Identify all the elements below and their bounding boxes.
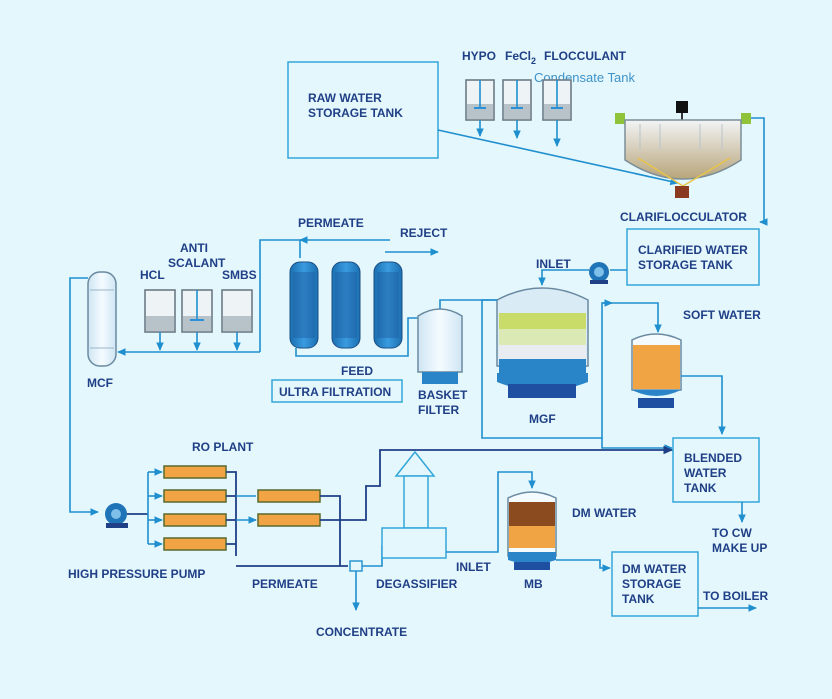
concentrate-label: CONCENTRATE: [316, 625, 407, 639]
clarified-water-label: CLARIFIED WATER: [638, 243, 748, 257]
blended-label-3: TANK: [684, 481, 717, 495]
fecl2-label: FeCl2: [505, 49, 536, 66]
raw-water-storage-tank: [287, 61, 439, 159]
anti-label: ANTI: [180, 241, 208, 255]
blended-water-tank: [672, 437, 760, 503]
hypo-label: HYPO: [462, 49, 496, 63]
degassifier-to-mb-pipe: [446, 471, 536, 553]
uf-membrane-3: [373, 261, 403, 349]
to-cw-label-2: MAKE UP: [712, 541, 767, 555]
ro-element-3: [163, 513, 227, 527]
mgf-filter: [496, 287, 589, 398]
mixed-bed-vessel: [507, 491, 557, 570]
mcf-label: MCF: [87, 376, 113, 390]
ro-element-2: [163, 489, 227, 503]
softener-vessel: [631, 333, 682, 408]
inlet-top-label: INLET: [536, 257, 571, 271]
ro-permeate-to-degassifier: [340, 445, 674, 521]
feed-label: FEED: [341, 364, 373, 378]
uf-membrane-2: [331, 261, 361, 349]
ro-plant-label: RO PLANT: [192, 440, 254, 454]
hcl-label: HCL: [140, 268, 165, 282]
ro-interstage-pipe: [236, 495, 256, 520]
ro-element-5: [257, 489, 321, 503]
softener-to-blended-pipe: [681, 375, 726, 435]
flocculant-label: FLOCCULANT: [544, 49, 627, 63]
hypo-dosing-tank: [465, 79, 495, 137]
mb-to-dm-storage-pipe: [556, 559, 611, 572]
hcl-dosing-tank: [144, 289, 176, 351]
blended-label-2: WATER: [684, 466, 727, 480]
degassifier: [381, 450, 447, 559]
clariflocculator: [615, 101, 751, 198]
to-boiler-label: TO BOILER: [703, 589, 768, 603]
mgf-label: MGF: [529, 412, 556, 426]
dm-storage-label-3: TANK: [622, 592, 655, 606]
ro-element-1: [163, 465, 227, 479]
flocculant-dosing-tank: [542, 79, 572, 147]
inlet-pump-icon: [589, 262, 609, 284]
ro-stage1-outlet: [226, 471, 237, 556]
basket-filter-label-2: FILTER: [418, 403, 459, 417]
raw-water-label-2: STORAGE TANK: [308, 106, 403, 120]
dm-water-label: DM WATER: [572, 506, 637, 520]
hp-pump-label: HIGH PRESSURE PUMP: [68, 567, 205, 581]
ro-element-6: [257, 513, 321, 527]
ultra-filtration-label: ULTRA FILTRATION: [279, 385, 391, 399]
clarified-water-storage-tank: [626, 228, 760, 286]
dm-storage-label-2: STORAGE: [622, 577, 681, 591]
mcf-to-hp-pump-pipe: [69, 277, 99, 516]
antiscalant-dosing-tank: [181, 289, 213, 351]
smbs-dosing-tank: [221, 289, 253, 351]
pump-to-mgf-pipe: [538, 269, 589, 286]
blended-label: BLENDED: [684, 451, 742, 465]
mgf-to-basket-pipe: [439, 299, 497, 310]
clariflocculator-label: CLARIFLOCCULATOR: [620, 210, 747, 224]
ro-element-4: [163, 537, 227, 551]
ultra-filtration-box: [271, 379, 403, 403]
dm-water-storage-tank: [611, 551, 699, 617]
raw-water-label: RAW WATER: [308, 91, 382, 105]
clarified-water-label-2: STORAGE TANK: [638, 258, 733, 272]
basket-filter-label: BASKET: [418, 388, 468, 402]
clarifier-overflow-pipe: [751, 117, 768, 226]
to-cw-label: TO CW: [712, 526, 752, 540]
mgf-to-softener-pipe: [602, 302, 662, 333]
dm-storage-label: DM WATER: [622, 562, 687, 576]
raw-to-clarifier-pipe: [437, 129, 679, 186]
smbs-label: SMBS: [222, 268, 257, 282]
uf-feed-pipe: [295, 317, 420, 357]
degassifier-label: DEGASSIFIER: [376, 577, 458, 591]
concentrate-valve: [349, 560, 363, 572]
mcf-vessel: [87, 271, 117, 367]
reject-label: REJECT: [400, 226, 448, 240]
scalant-label: SCALANT: [168, 256, 226, 270]
soft-water-label: SOFT WATER: [683, 308, 761, 322]
high-pressure-pump-icon: [105, 503, 128, 528]
mb-label: MB: [524, 577, 543, 591]
ro-stage2-outlet: [320, 495, 341, 566]
uf-membrane-1: [289, 261, 319, 349]
uf-permeate-header: [259, 239, 301, 352]
fecl2-dosing-tank: [502, 79, 532, 139]
mgf-to-blended-pipe: [601, 438, 673, 452]
permeate-to-degassifier-pipe: [362, 545, 383, 567]
basket-filter: [417, 308, 463, 384]
permeate-top-label: PERMEATE: [298, 216, 364, 230]
inlet-bottom-label: INLET: [456, 560, 491, 574]
permeate-bottom-label: PERMEATE: [252, 577, 318, 591]
